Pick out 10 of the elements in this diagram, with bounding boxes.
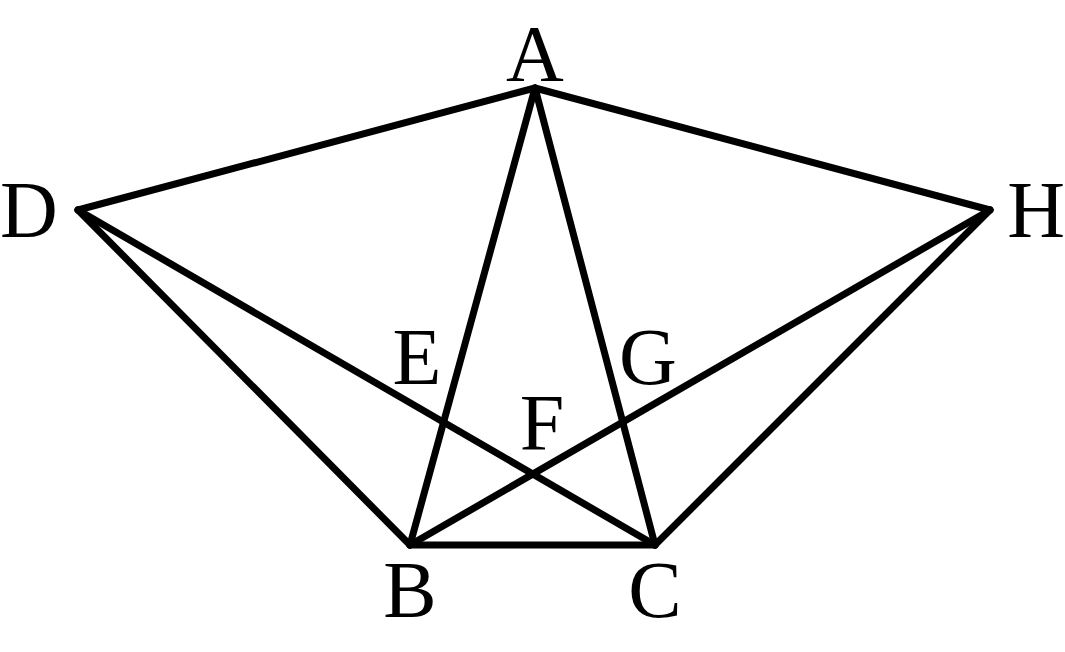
vertex-label: A [505,14,565,88]
vertex-label: C [617,545,693,630]
vertex-label: H [990,175,1065,245]
point-label: E [388,322,446,392]
vertex-label: D [0,175,78,245]
line-segment [651,206,994,549]
point-label: F [512,388,572,458]
line-segment [406,541,659,549]
point-label: G [614,322,682,392]
vertex-label: B [372,545,448,630]
